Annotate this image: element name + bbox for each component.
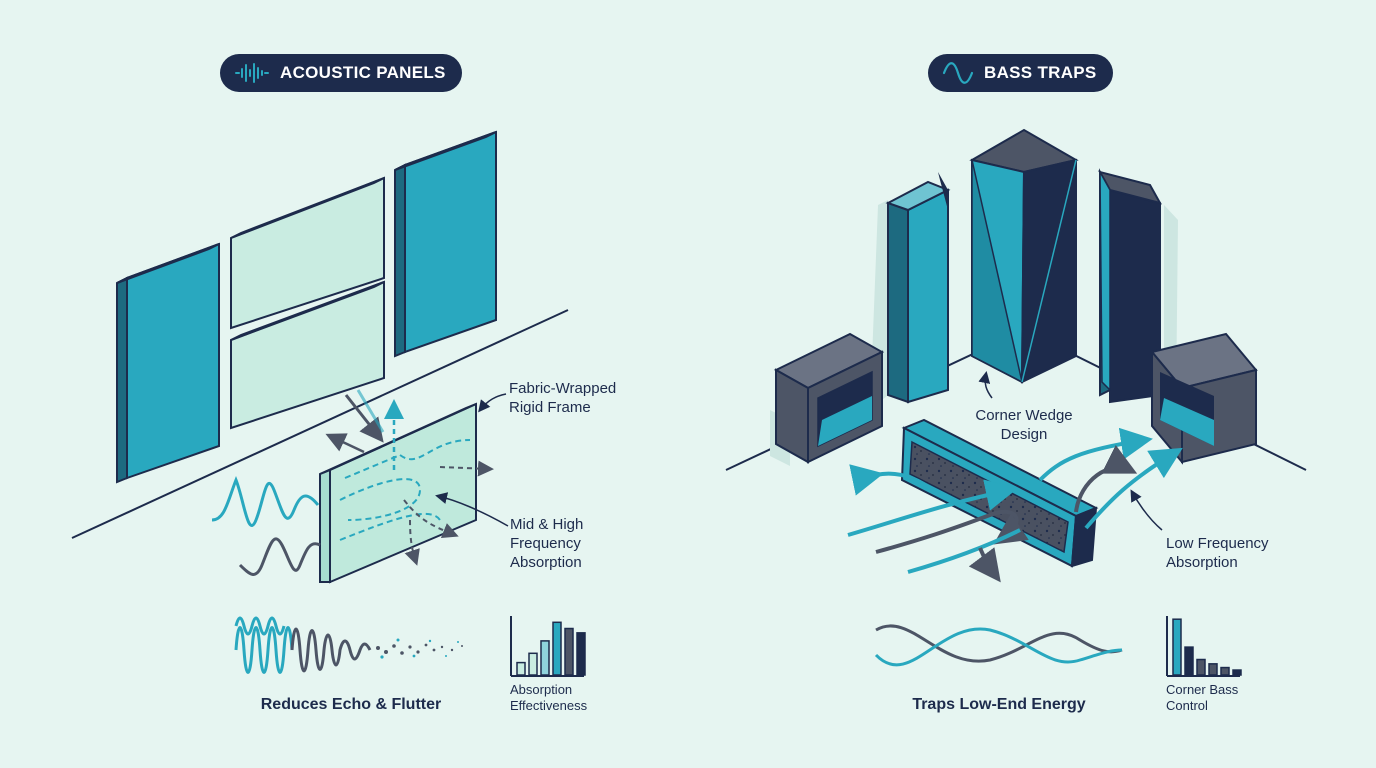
flow-arrow-slate-1 bbox=[875, 509, 1029, 554]
callout-low-frequency: Low Frequency Absorption bbox=[1166, 535, 1269, 571]
dissipating-particles-teal bbox=[380, 638, 459, 659]
panel-tall-right bbox=[394, 130, 497, 358]
flow-arrow-exit-teal-2 bbox=[1084, 447, 1183, 530]
chart-bar-3 bbox=[1196, 658, 1206, 676]
panel-mint-top bbox=[230, 176, 385, 330]
callout-fabric-frame: Fabric-Wrapped Rigid Frame bbox=[509, 380, 617, 416]
chart-bar-2 bbox=[1184, 646, 1194, 676]
chart-bar-2 bbox=[528, 652, 538, 676]
flow-arrow-teal-loop bbox=[849, 464, 937, 496]
chart-bar-4 bbox=[552, 621, 562, 676]
chart-bar-5 bbox=[1220, 666, 1230, 676]
callout-frame-leader bbox=[478, 393, 507, 413]
corner-wedge bbox=[969, 128, 1079, 384]
tall-trap-left bbox=[885, 172, 951, 404]
absorbed-arrow-1 bbox=[403, 499, 459, 538]
dissipating-particles bbox=[376, 643, 463, 655]
chart-bar-1 bbox=[516, 661, 526, 676]
chart-bar-4 bbox=[1208, 663, 1218, 676]
callout-corner-wedge: Corner Wedge Design bbox=[975, 407, 1073, 443]
box-trap-left bbox=[770, 332, 885, 466]
caption-absorption-effectiveness: Absorption Effectiveness bbox=[510, 682, 588, 713]
chart-bar-1 bbox=[1172, 618, 1182, 676]
callout-absorption-leader bbox=[435, 492, 509, 527]
bass-traps-scene bbox=[725, 128, 1307, 677]
incoming-arrow-2 bbox=[356, 389, 385, 433]
chart-bar-6 bbox=[576, 632, 586, 676]
wall-line bbox=[71, 309, 569, 539]
absorption-effectiveness-chart bbox=[510, 616, 586, 677]
box-trap-right bbox=[1150, 332, 1258, 465]
chart-bar-5 bbox=[564, 627, 574, 676]
decaying-wave-slate bbox=[290, 627, 372, 673]
sound-wave-icon bbox=[234, 62, 270, 84]
chart-bar-3 bbox=[540, 640, 550, 676]
bass-traps-badge: BASS TRAPS bbox=[928, 54, 1113, 92]
caption-reduces-echo: Reduces Echo & Flutter bbox=[260, 696, 442, 713]
bass-traps-title: BASS TRAPS bbox=[984, 63, 1097, 82]
flow-arrow-exit-teal bbox=[1038, 427, 1153, 482]
panel-tall-left bbox=[116, 242, 220, 484]
flow-arrow-exit-down bbox=[968, 547, 1001, 583]
callout-mid-high-absorption: Mid & High Frequency Absorption bbox=[510, 516, 584, 571]
incoming-wave-slate bbox=[238, 537, 321, 576]
caption-traps-low-end: Traps Low-End Energy bbox=[912, 696, 1086, 713]
panel-front-absorbing bbox=[319, 402, 477, 584]
tall-trap-right bbox=[1097, 168, 1163, 404]
low-wave-teal bbox=[874, 627, 1123, 667]
decaying-wave bbox=[234, 616, 286, 636]
corner-bass-control-chart bbox=[1166, 616, 1242, 677]
flow-arrow-teal-1 bbox=[847, 479, 1018, 537]
absorbed-arrow-2 bbox=[404, 519, 420, 566]
callout-lowfreq-leader bbox=[1130, 489, 1163, 531]
incoming-arrow-1 bbox=[344, 394, 384, 443]
decaying-wave-teal bbox=[234, 626, 294, 674]
flow-arrow-teal-2 bbox=[907, 528, 1021, 574]
flow-arrow-exit-slate bbox=[1074, 444, 1138, 513]
callout-wedge-leader bbox=[978, 371, 993, 399]
acoustic-panels-badge: ACOUSTIC PANELS bbox=[220, 54, 462, 92]
acoustic-panels-title: ACOUSTIC PANELS bbox=[280, 63, 446, 82]
acoustic-panels-scene bbox=[71, 130, 586, 677]
reflected-arrow-1 bbox=[325, 433, 365, 454]
caption-corner-bass-control: Corner Bass Control bbox=[1166, 682, 1239, 713]
low-wave-slate bbox=[875, 624, 1123, 663]
incoming-wave-teal bbox=[211, 475, 320, 527]
sine-wave-icon bbox=[942, 62, 974, 84]
panel-mint-bottom bbox=[230, 280, 385, 430]
chart-bar-6 bbox=[1232, 669, 1242, 676]
